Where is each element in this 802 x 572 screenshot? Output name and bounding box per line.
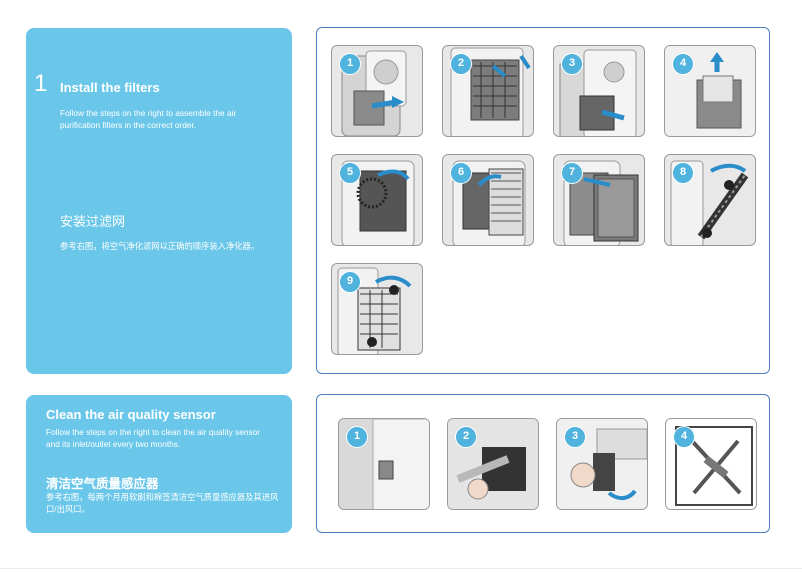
page-bottom-divider xyxy=(0,568,802,569)
sensor-title-en: Clean the air quality sensor xyxy=(46,407,216,422)
filter-box-illustration xyxy=(665,46,755,136)
install-title-zh: 安装过滤网 xyxy=(60,214,126,229)
step-badge: 3 xyxy=(561,53,583,75)
step-number: 1 xyxy=(34,70,48,97)
install-step-tile-7: 7 xyxy=(553,154,645,246)
step-badge: 4 xyxy=(672,53,694,75)
step-badge: 2 xyxy=(455,426,477,448)
install-step-tile-4: 4 xyxy=(664,45,756,137)
install-step-tile-9: 9 xyxy=(331,263,423,355)
purifier-illustration xyxy=(341,50,407,136)
sensor-step-tile-1: 1 xyxy=(338,418,430,510)
cleaning-illustration xyxy=(448,419,538,509)
clean-sensor-panel: Clean the air quality sensor Follow the … xyxy=(26,395,292,533)
purifier-illustration xyxy=(563,160,639,245)
step-badge: 1 xyxy=(346,426,368,448)
sensor-body-zh: 参考右图，每两个月用软刷和棉签清洁空气质量感应器及其进风口/出风口。 xyxy=(46,492,279,515)
purifier-illustration xyxy=(341,160,415,245)
install-steps-frame: 1 2 3 4 xyxy=(316,27,770,374)
sensor-step-tile-3: 3 xyxy=(556,418,648,510)
step-badge: 5 xyxy=(339,162,361,184)
step-badge: 3 xyxy=(564,426,586,448)
step-badge: 1 xyxy=(339,53,361,75)
install-step-tile-2: 2 xyxy=(442,45,534,137)
purifier-illustration xyxy=(559,49,637,136)
install-body-zh: 参考右图，将空气净化滤网以正确的顺序装入净化器。 xyxy=(60,241,260,251)
sensor-body-en: Follow the steps on the right to clean t… xyxy=(46,427,260,450)
step-badge: 6 xyxy=(450,162,472,184)
step-badge: 4 xyxy=(673,426,695,448)
step-badge: 8 xyxy=(672,162,694,184)
install-title-en: Install the filters xyxy=(60,80,160,95)
step-badge: 7 xyxy=(561,162,583,184)
sensor-title-zh: 清洁空气质量感应器 xyxy=(46,477,159,491)
sensor-step-tile-2: 2 xyxy=(447,418,539,510)
install-step-tile-6: 6 xyxy=(442,154,534,246)
install-step-tile-1: 1 xyxy=(331,45,423,137)
sensor-steps-frame: 1 2 3 4 xyxy=(316,394,770,533)
install-step-tile-8: 8 xyxy=(664,154,756,246)
cleaning-illustration xyxy=(557,419,647,509)
step-badge: 2 xyxy=(450,53,472,75)
install-body-en: Follow the steps on the right to assembl… xyxy=(60,108,237,131)
sensor-step-tile-4: 4 xyxy=(665,418,757,510)
install-step-tile-3: 3 xyxy=(553,45,645,137)
install-filters-panel: 1 Install the filters Follow the steps o… xyxy=(26,28,292,374)
step-badge: 9 xyxy=(339,271,361,293)
install-step-tile-5: 5 xyxy=(331,154,423,246)
purifier-illustration xyxy=(452,160,526,245)
